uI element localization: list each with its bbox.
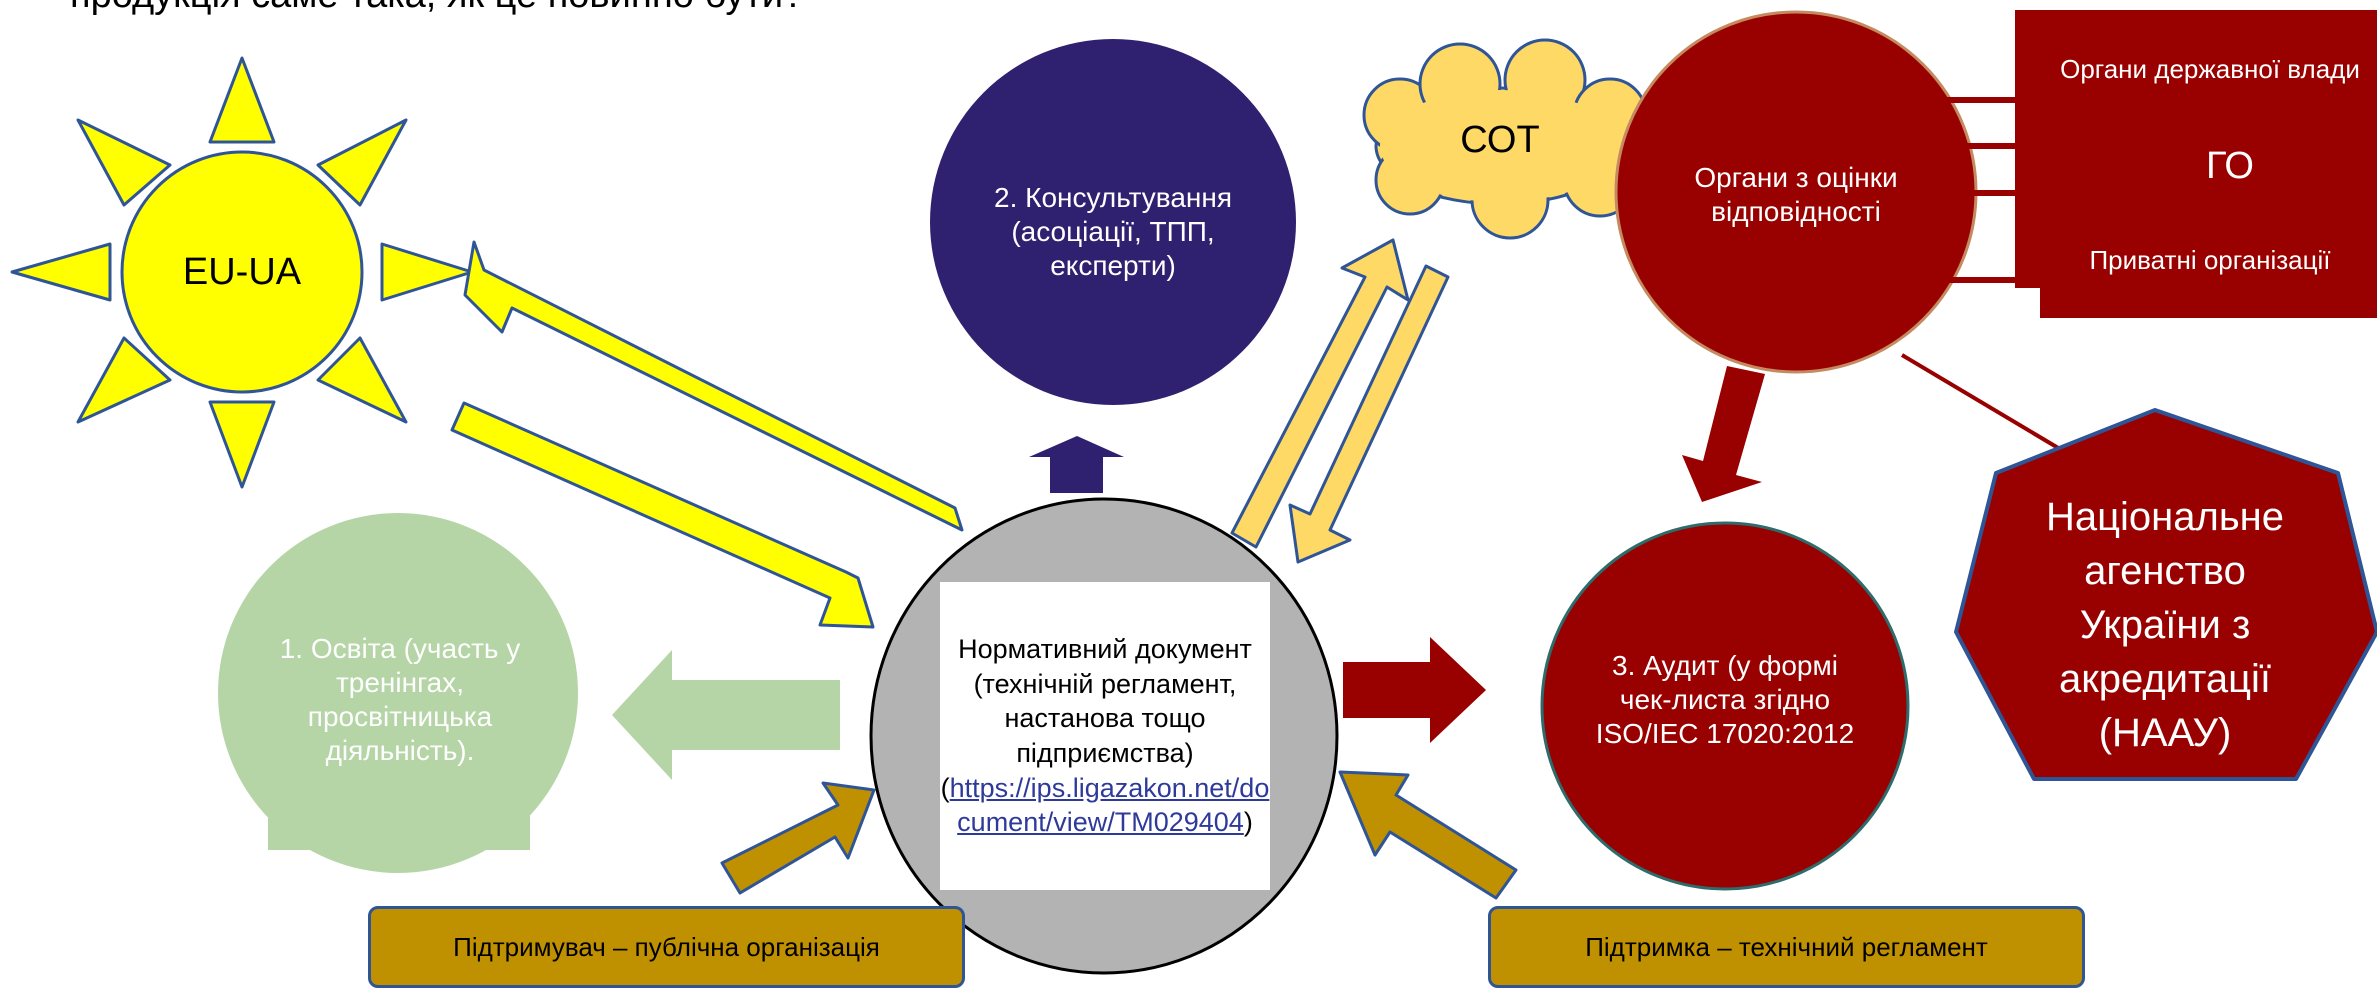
sun-ray-left: [10, 242, 112, 302]
consulting-label: 2. Консультування (асоціації, ТПП, експе…: [994, 181, 1232, 282]
arrow-to-education: [612, 650, 840, 780]
naau-heptagon: [1954, 408, 2377, 781]
sun-ray-bottom-right: [316, 336, 408, 424]
naau-label: Національне агенство України з акредитац…: [2045, 495, 2285, 755]
page-heading: продукція саме така, як це повинно бути?: [70, 0, 804, 17]
arrow-public-to-document: [720, 781, 876, 895]
sun-ray-top-right: [316, 118, 408, 207]
arrow-to-consulting: [1029, 436, 1124, 493]
audit-label: 3. Аудит (у формі чек-листа згідно ISO/I…: [1595, 649, 1855, 750]
sun-label: EU-UA: [182, 250, 302, 293]
supporter-tech-box: Підтримка – технічний регламент: [1488, 906, 2085, 988]
sun-circle: [120, 150, 364, 394]
arrow-conformity-to-audit: [1682, 366, 1765, 502]
education-circle: [218, 513, 578, 873]
arrow-document-to-audit: [1343, 637, 1486, 743]
authority-ngo-label: ГО: [2205, 144, 2254, 187]
sun-ray-top-left: [76, 118, 172, 207]
supporter-public-box: Підтримувач – публічна організація: [368, 906, 965, 988]
document-text: Нормативний документ (технічній регламен…: [958, 634, 1252, 768]
authority-panel-ngo-block: [2080, 124, 2200, 208]
arrow-document-to-sun: [463, 240, 964, 532]
arrow-document-to-cot: [1230, 238, 1410, 549]
conformity-bodies-label: Органи з оцінки відповідності: [1694, 161, 1898, 227]
cot-label: СОТ: [1460, 118, 1540, 161]
audit-circle: [1540, 521, 1910, 891]
document-link-close: ): [1243, 807, 1253, 838]
consulting-circle: [930, 39, 1296, 405]
document-link-line: (https://ips.ligazakon.net/document/view…: [940, 771, 1270, 840]
document-link-open: (: [940, 772, 950, 803]
education-base: [268, 800, 530, 850]
document-link[interactable]: https://ips.ligazakon.net/document/view/…: [949, 772, 1270, 838]
sun-ray-bottom-left: [76, 336, 172, 424]
arrow-cot-to-document: [1288, 264, 1450, 564]
arrow-tech-to-document: [1338, 770, 1518, 900]
education-label: 1. Освіта (участь у тренінгах, просвітни…: [279, 632, 521, 767]
sun-ray-bottom: [208, 400, 276, 489]
cot-cloud-fill: [1380, 90, 1620, 202]
supporter-tech-label: Підтримка – технічний регламент: [1585, 931, 1988, 962]
sun-ray-top: [208, 56, 276, 144]
authority-gov-label: Органи державної влади: [2060, 54, 2360, 85]
document-box: Нормативний документ (технічній регламен…: [940, 582, 1270, 890]
supporter-public-label: Підтримувач – публічна організація: [453, 931, 880, 962]
authority-private-label: Приватні організації: [2089, 245, 2331, 276]
naau-connector: [1900, 353, 2072, 457]
sun-ray-right: [380, 242, 474, 302]
sun-rays: [10, 56, 474, 489]
arrow-sun-to-document: [450, 401, 875, 629]
